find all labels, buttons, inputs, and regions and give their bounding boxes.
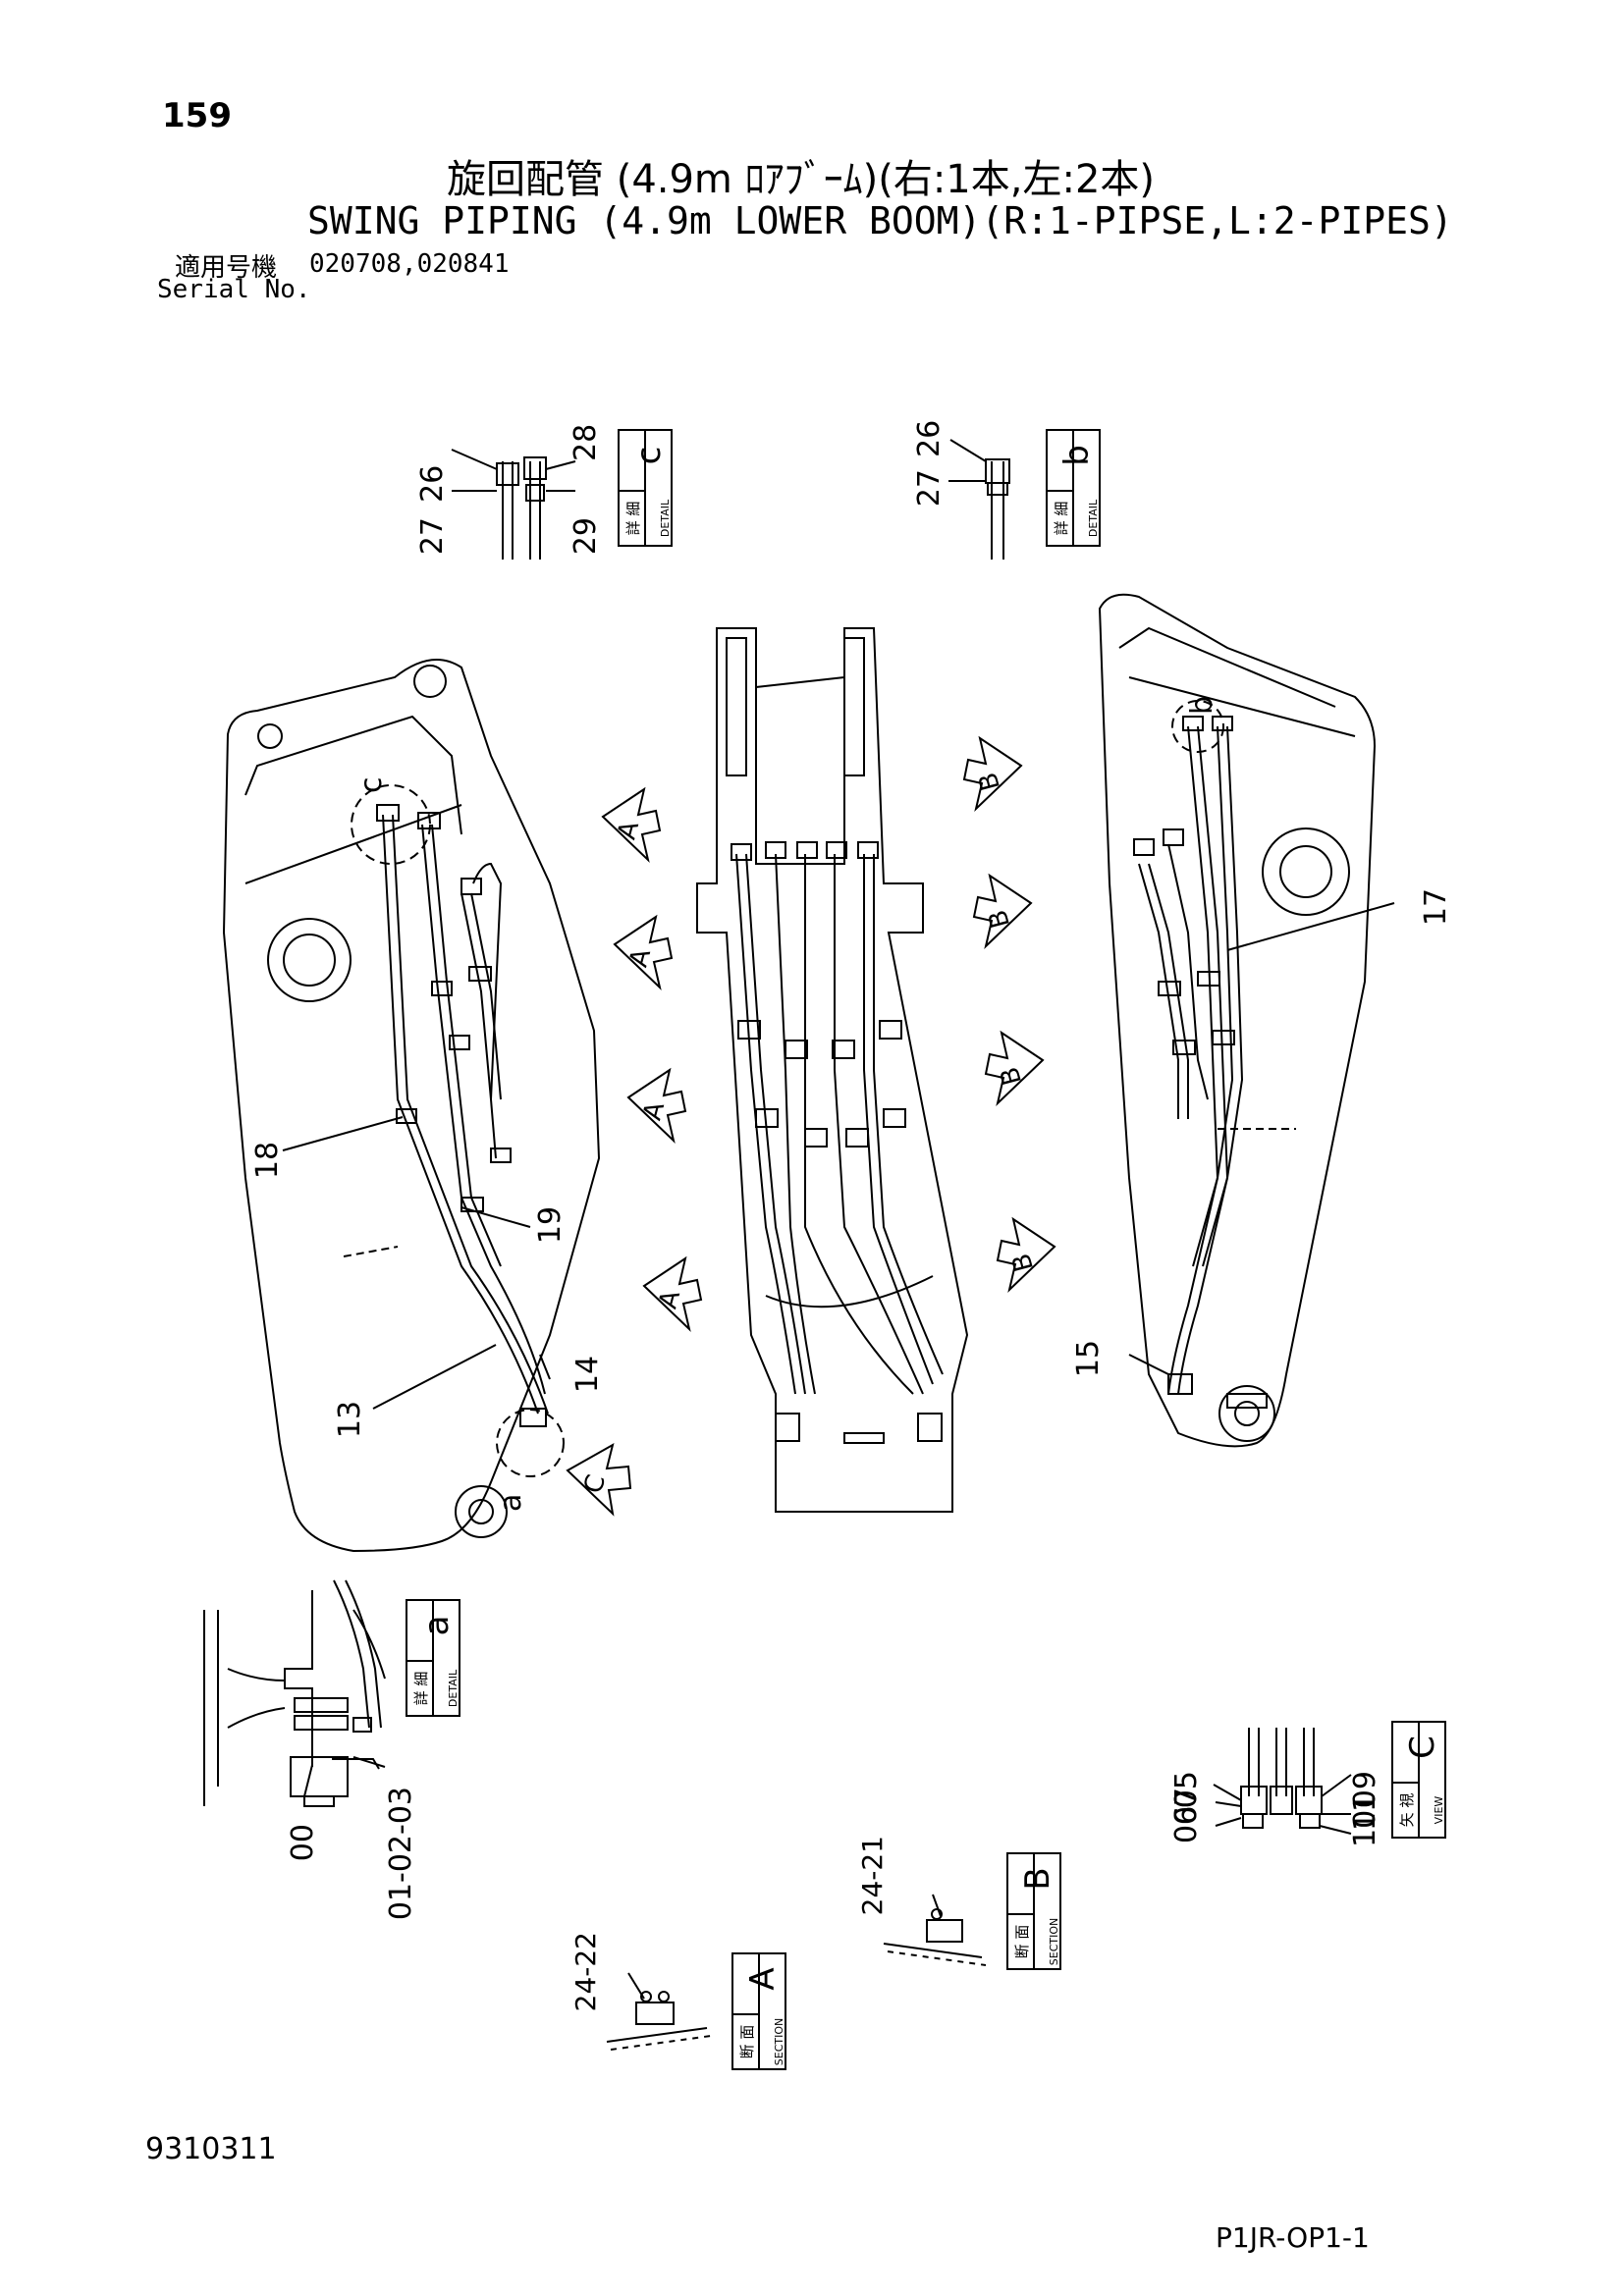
detail-c-box: c 詳 細 DETAIL [618,429,673,547]
section-arrow-a-4 [642,1255,703,1333]
part-label-05: 05 [1169,1771,1204,1808]
arrow-label-b-4: B [1006,1251,1040,1275]
part-label-26-b: 26 [912,420,947,457]
leader-19 [460,1206,531,1228]
leader-18 [282,1116,404,1151]
detail-b-ja: 詳 細 [1053,502,1070,536]
part-label-11: 11 [1348,1793,1382,1831]
arrow-label-b-3: B [995,1064,1028,1089]
detail-b-en: DETAIL [1087,499,1100,537]
callout-c: c [354,777,389,794]
detail-b-figure [948,439,1010,560]
leader-13 [372,1344,497,1410]
arrow-label-b-1: B [973,770,1006,794]
detail-c-ja: 詳 細 [624,502,642,536]
part-label-15: 15 [1071,1340,1106,1377]
section-b-ja: 断 面 [1013,1925,1031,1959]
detail-c-letter: c [629,447,669,465]
part-label-24-22: 24-22 [569,1932,602,2011]
title-japanese: 旋回配管 (4.9m ﾛｱﾌﾞｰﾑ)(右:1本,左:2本) [447,157,1155,202]
section-arrow-b-3 [984,1030,1045,1107]
part-label-29: 29 [568,517,603,555]
serial-numbers: 020708,020841 [309,249,510,279]
view-c-letter: C [1403,1735,1442,1759]
view-c-figure [1213,1728,1352,1835]
section-a-letter: A [743,1967,783,1990]
title-english: SWING PIPING (4.9m LOWER BOOM)(R:1-PIPSE… [307,199,1453,242]
arrow-label-a-2: A [623,945,657,970]
view-c-box: C 矢 視 VIEW [1391,1721,1446,1839]
section-b-en: SECTION [1048,1918,1060,1965]
part-label-00: 00 [286,1824,320,1861]
part-label-14: 14 [570,1356,605,1393]
detail-c-figure [451,449,576,560]
leader-14 [539,1354,551,1380]
view-c-en: VIEW [1433,1796,1445,1825]
part-label-24-21: 24-21 [856,1836,889,1915]
detail-a-letter: a [417,1616,457,1636]
serial-label-japanese: 適用号機 [175,253,278,283]
part-label-13: 13 [333,1401,367,1438]
section-b-box: B 断 面 SECTION [1006,1852,1061,1970]
right-boom-side-view [1098,593,1377,1448]
center-boom-top-view [696,627,969,1513]
arrow-label-a-4: A [653,1287,686,1311]
section-a-en: SECTION [773,2018,785,2065]
part-label-10: 10 [1348,1810,1382,1847]
callout-a: a [494,1494,528,1512]
section-a-figure [606,1972,712,2051]
arrow-label-a-1: A [612,818,645,842]
arrow-label-a-3: A [637,1098,671,1123]
callout-b: b [1185,696,1219,715]
arrow-label-c: C [578,1471,612,1496]
part-label-18: 18 [250,1142,285,1179]
part-label-07: 07 [1169,1788,1204,1825]
section-arrow-a-3 [626,1067,687,1145]
section-arrow-a-group [601,786,703,1333]
section-arrow-a-2 [613,914,674,991]
section-a-ja: 断 面 [738,2025,756,2059]
part-label-06: 06 [1169,1806,1204,1843]
detail-b-letter: b [1057,445,1097,466]
view-c-ja: 矢 視 [1398,1793,1416,1828]
document-number: 9310311 [145,2132,277,2166]
detail-a-box: a 詳 細 DETAIL [406,1599,460,1717]
page-code: P1JR-OP1-1 [1216,2221,1370,2254]
part-label-01-02-03: 01-02-03 [384,1787,418,1920]
leader-17 [1226,902,1395,951]
section-b-figure [883,1894,987,1966]
part-label-09: 09 [1348,1771,1382,1808]
detail-a-ja: 詳 細 [412,1672,430,1706]
part-label-27-b: 27 [912,469,947,507]
part-label-28: 28 [568,424,603,461]
section-arrow-a-1 [601,786,662,864]
part-label-17: 17 [1419,888,1453,926]
part-label-27: 27 [415,517,450,555]
section-arrow-b-2 [972,873,1033,950]
view-arrow-c [566,1442,632,1517]
detail-a-en: DETAIL [447,1669,460,1707]
detail-c-en: DETAIL [659,499,672,537]
section-b-letter: B [1018,1867,1057,1890]
left-boom-side-view [222,659,601,1553]
part-label-19: 19 [533,1206,568,1244]
part-label-26: 26 [415,465,450,503]
leader-15 [1128,1354,1169,1375]
detail-b-box: b 詳 細 DETAIL [1046,429,1101,547]
page-number: 159 [162,96,232,135]
arrow-label-b-2: B [983,907,1016,932]
section-a-box: A 断 面 SECTION [731,1952,786,2070]
section-arrow-b-4 [996,1216,1056,1294]
detail-a-figure [203,1579,386,1807]
section-arrow-b-group [962,735,1056,1294]
serial-label-english: Serial No. [157,275,311,304]
section-arrow-b-1 [962,735,1023,813]
